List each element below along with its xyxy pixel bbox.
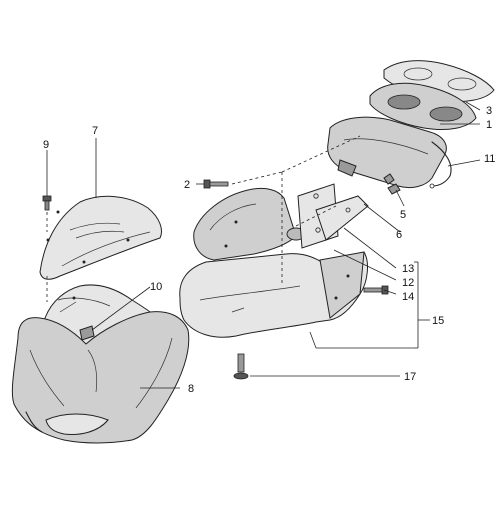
label-1: 1 xyxy=(486,119,492,131)
screw-2 xyxy=(203,179,229,189)
windshield xyxy=(39,195,162,280)
label-13: 13 xyxy=(402,263,414,275)
label-7: 7 xyxy=(92,125,98,137)
label-12: 12 xyxy=(402,277,414,289)
fastener-10 xyxy=(79,325,95,341)
instrument-cluster xyxy=(327,60,495,189)
label-15: 15 xyxy=(432,315,444,327)
label-6: 6 xyxy=(396,229,402,241)
headlight-housing xyxy=(179,187,368,338)
label-5: 5 xyxy=(400,209,406,221)
label-2: 2 xyxy=(184,179,190,191)
alignment-lines xyxy=(46,135,361,302)
screw-17 xyxy=(233,353,249,380)
label-17: 17 xyxy=(404,371,416,383)
wire-harness xyxy=(429,141,452,189)
front-fairing xyxy=(11,311,190,444)
nut-4 xyxy=(383,173,395,185)
leader-lines xyxy=(46,101,481,389)
label-11: 11 xyxy=(484,153,495,165)
label-14: 14 xyxy=(402,291,414,303)
bracket-right xyxy=(315,195,369,241)
screw-9 xyxy=(42,195,52,211)
part-labels: 1 3 11 5 6 13 12 14 15 17 2 7 9 10 8 xyxy=(43,105,495,395)
label-3: 3 xyxy=(486,105,492,117)
label-10: 10 xyxy=(150,281,162,293)
label-9: 9 xyxy=(43,139,49,151)
label-8: 8 xyxy=(188,383,194,395)
